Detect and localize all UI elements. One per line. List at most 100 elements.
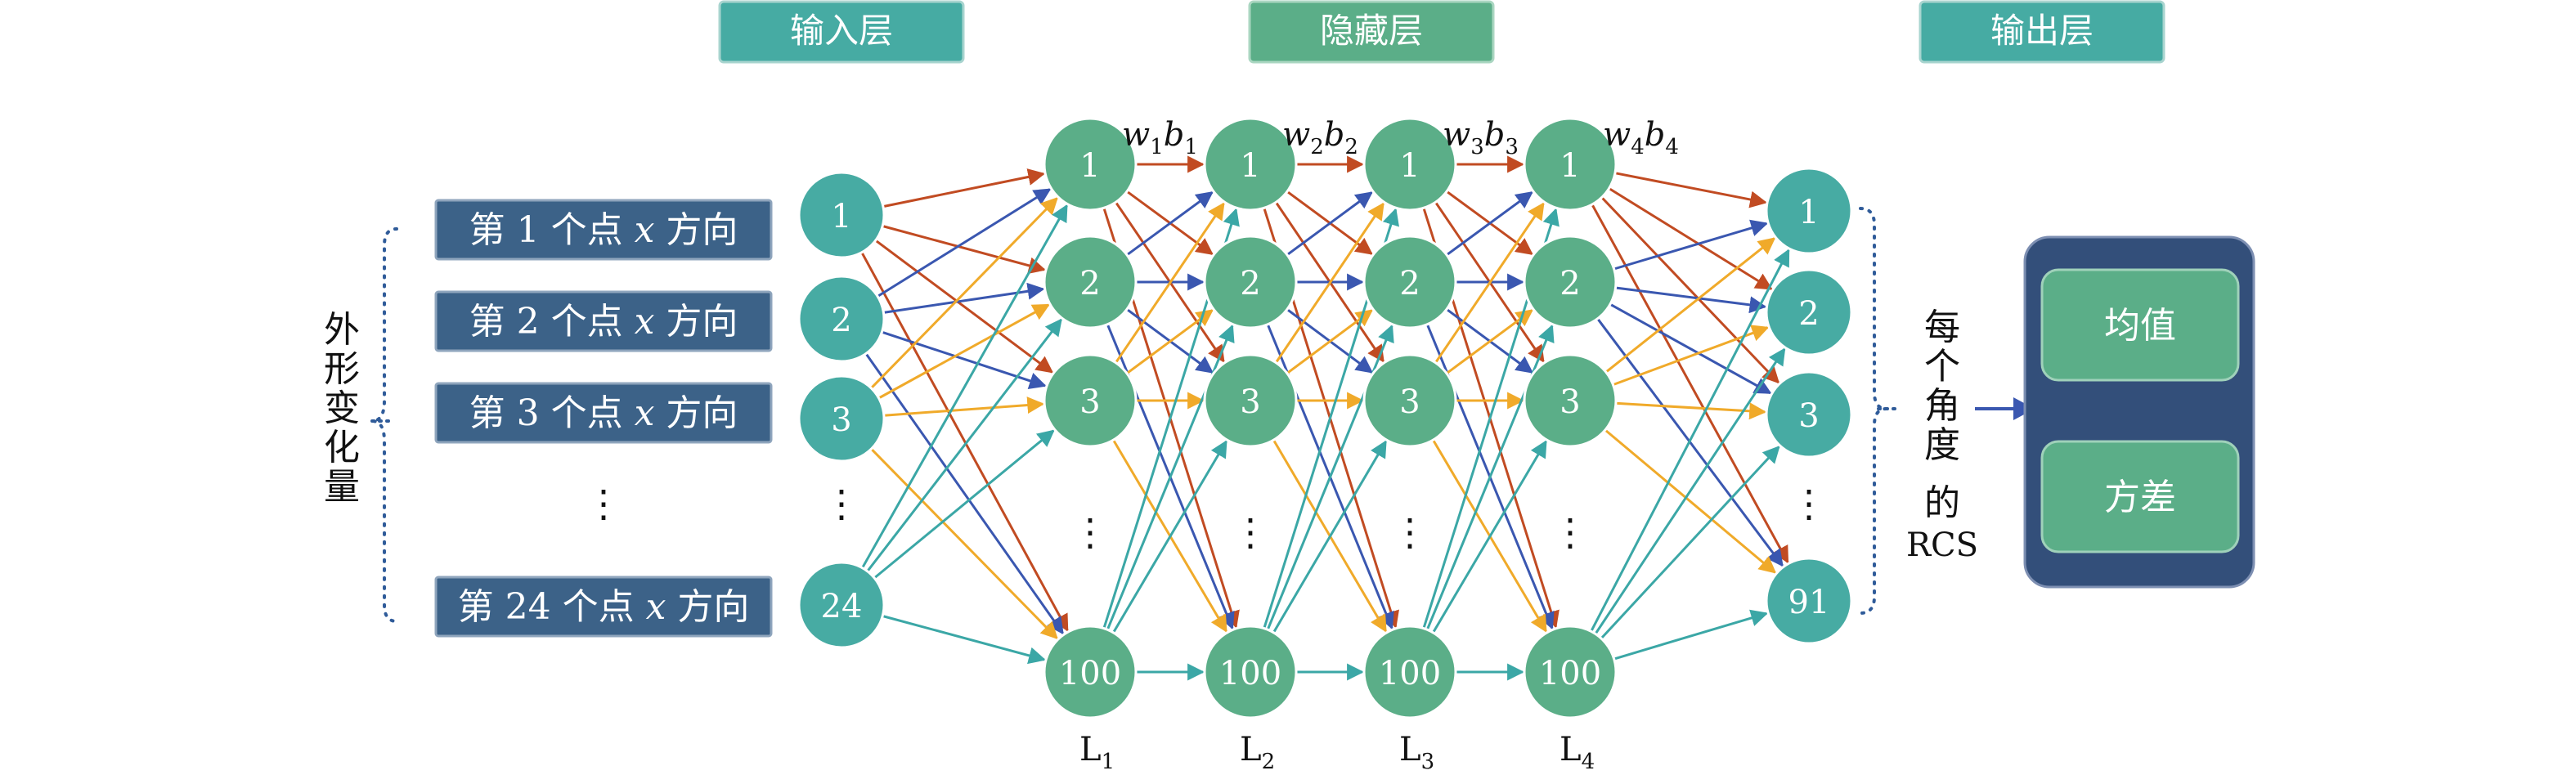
hidden-l1-node-label: 3 [1079, 383, 1100, 421]
hidden-l3-node: 2 [1362, 235, 1457, 329]
hidden-l1-node-label: 100 [1059, 655, 1121, 692]
hidden-l1-node: 2 [1043, 235, 1138, 329]
hidden-l2-node-circle [1203, 117, 1298, 212]
connection-line [1600, 446, 1780, 639]
output-node-circle [1765, 167, 1853, 255]
weight-text: w2b2 [1282, 116, 1358, 159]
input-row-box [434, 382, 773, 444]
connection-line [1275, 202, 1384, 364]
connection-line [1115, 202, 1225, 364]
connection-line [1286, 309, 1374, 374]
hidden-l2-node-circle [1203, 353, 1298, 448]
connection-line [1609, 302, 1772, 395]
hidden-l2-ellipsis: ⋮ [1232, 510, 1269, 554]
connection-line [1591, 204, 1789, 564]
hidden-l2-node-label: 1 [1240, 147, 1260, 185]
connection-line [1286, 191, 1373, 256]
output-node-circle [1765, 370, 1853, 459]
left-label-char: 外 [324, 309, 360, 351]
connection-line [1615, 401, 1767, 420]
input-row-text: 第 1 个点 x 方向 [469, 209, 738, 251]
hidden-l2-node-label: 100 [1219, 655, 1281, 692]
header-hidden: 隐藏层 [1248, 0, 1495, 64]
connection-line [883, 396, 1045, 417]
hidden-l1-node: 100 [1043, 625, 1138, 719]
hidden-l4-node-circle [1523, 353, 1618, 448]
connection-line [1608, 187, 1773, 290]
connection-line [1272, 440, 1387, 634]
hidden-l4-node-circle [1523, 235, 1618, 329]
weight-label-3: w3b3 [1443, 116, 1519, 159]
connection-line [1594, 347, 1786, 635]
connection-line [877, 188, 1052, 298]
output-node-circle [1765, 557, 1853, 645]
hidden-l1-node: 3 [1043, 353, 1138, 448]
hidden-l4-node: 3 [1523, 353, 1618, 448]
hidden-l2-node-circle [1203, 235, 1298, 329]
input-node-circle [797, 275, 886, 363]
connection-line [1112, 440, 1227, 634]
right-group-label: 每 个 角 度 的 RCS [1906, 307, 1978, 564]
input-row-text: 第 2 个点 x 方向 [469, 301, 738, 343]
input-row-2: 第 2 个点 x 方向 [434, 290, 773, 352]
hidden-l3-ellipsis: ⋮ [1391, 510, 1429, 554]
header-hidden-label: 隐藏层 [1320, 11, 1423, 51]
layer-label-l4: L4 [1560, 731, 1595, 774]
input-row-box [434, 290, 773, 352]
output-node: 1 [1765, 167, 1853, 255]
mean-label: 均值 [2104, 305, 2176, 347]
connections [860, 155, 1790, 681]
input-node: 1 [797, 171, 886, 259]
hidden-l1-node: 1 [1043, 117, 1138, 212]
hidden-l3-node-circle [1362, 117, 1457, 212]
input-node-circle [797, 374, 886, 463]
hidden-l3-node-label: 2 [1399, 265, 1420, 302]
connection-line [882, 225, 1047, 275]
connection-line [870, 196, 1058, 389]
connection-line [882, 615, 1047, 665]
input-row-box [434, 199, 773, 261]
connection-line [1614, 172, 1768, 208]
hidden-l2-node: 2 [1203, 235, 1298, 329]
right-label-char: 每 [1924, 307, 1960, 348]
hidden-l4-node-circle [1523, 117, 1618, 212]
connection-line [1126, 309, 1214, 374]
left-group-label: 外 形 变 化 量 [324, 309, 360, 508]
input-node-label: 1 [831, 198, 851, 235]
connection-line [1604, 428, 1777, 574]
hidden-l4-node: 100 [1523, 625, 1618, 719]
output-node-circle [1765, 268, 1853, 356]
output-node-label: 91 [1788, 584, 1830, 621]
connection-line [1434, 202, 1545, 364]
connection-line [874, 239, 1054, 374]
hidden-l1-ellipsis: ⋮ [1071, 510, 1109, 554]
result-box: 均值 方差 [2023, 235, 2255, 589]
connection-line [870, 448, 1058, 640]
hidden-l4-node-label: 2 [1560, 265, 1580, 302]
input-node: 24 [797, 561, 886, 649]
hidden-l3-node: 100 [1362, 625, 1457, 719]
connection-line [1590, 249, 1790, 632]
left-label-char: 化 [324, 427, 360, 468]
variance-box [2040, 440, 2240, 553]
weight-label-2: w2b2 [1282, 116, 1358, 159]
connection-line [866, 318, 1062, 572]
output-node: 3 [1765, 370, 1853, 459]
hidden-l4-node: 2 [1523, 235, 1618, 329]
connection-line [861, 204, 1068, 569]
hidden-l1-node-circle [1043, 235, 1138, 329]
header-hidden-box [1248, 0, 1495, 64]
hidden-l3-node-label: 100 [1379, 655, 1441, 692]
right-label-char: 个 [1924, 346, 1960, 388]
header-input-label: 输入层 [790, 11, 893, 51]
input-node-circle [797, 171, 886, 259]
connection-line [1613, 609, 1769, 661]
hidden-l2-node-circle [1203, 625, 1298, 719]
input-node: 3 [797, 374, 886, 463]
layer-label-l3: L3 [1399, 731, 1434, 774]
input-node: 2 [797, 275, 886, 363]
input-node-label: 3 [831, 401, 851, 439]
hidden-l3-node-label: 1 [1399, 147, 1420, 185]
